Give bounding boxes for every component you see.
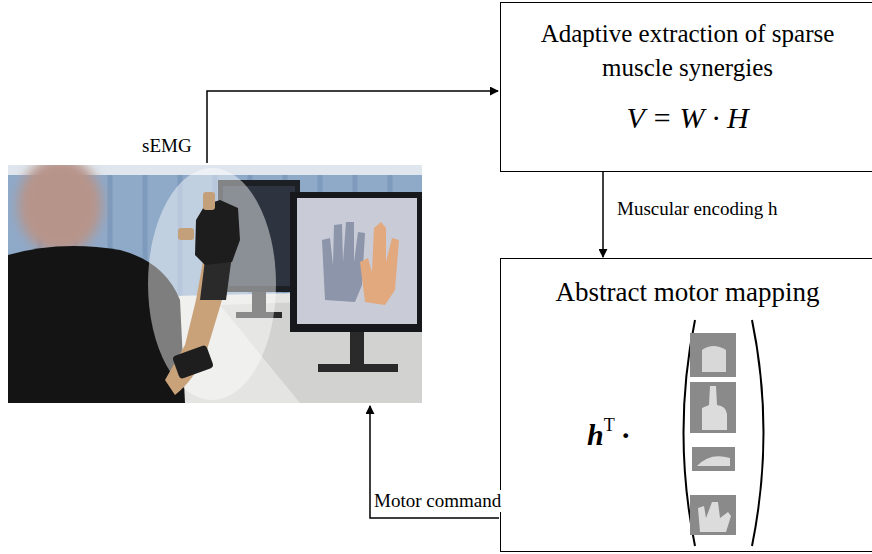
signal-label: sEMG [140,135,194,157]
semg-wire [207,91,498,163]
transpose-mark: T [604,415,615,435]
vector-product: hT · [587,415,631,452]
signal-label: Motor command [372,490,503,512]
mapping-box: Abstract motor mapping hT · [500,258,872,552]
process-box: Adaptive extraction of sparse muscle syn… [500,2,872,172]
box-title: Abstract motor mapping [501,277,872,308]
vector-symbol: h [587,418,604,451]
edge-label: Muscular encoding h [615,198,779,220]
dot-operator: · [621,418,631,451]
posture-matrix [684,320,764,546]
photo [8,165,422,403]
formula: V = W · H [501,101,872,135]
arrow-connector [602,172,604,257]
box-title: Adaptive extraction of sparse muscle syn… [538,17,838,85]
